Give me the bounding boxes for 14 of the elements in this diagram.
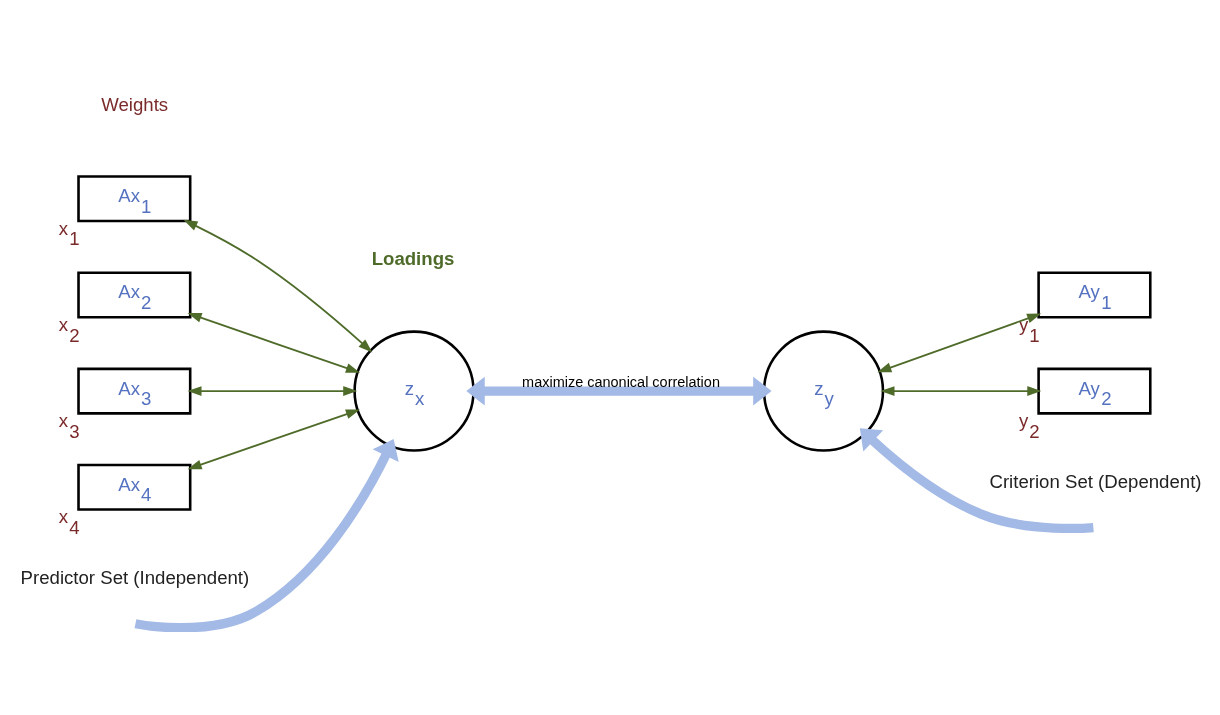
arrow — [134, 438, 399, 632]
arrow — [877, 313, 1042, 372]
label: Criterion Set (Dependent) — [989, 470, 1202, 492]
arrow — [187, 385, 358, 396]
edge-label: maximize canonical correlation — [522, 373, 720, 390]
arrow — [187, 408, 360, 469]
arrow — [466, 376, 772, 406]
label: Predictor Set (Independent) — [20, 566, 250, 588]
arrow — [859, 427, 1094, 533]
label: Weights — [101, 93, 169, 115]
arrow — [880, 385, 1042, 396]
arrow — [187, 312, 360, 373]
arrow — [183, 219, 373, 352]
label: Loadings — [371, 247, 455, 269]
